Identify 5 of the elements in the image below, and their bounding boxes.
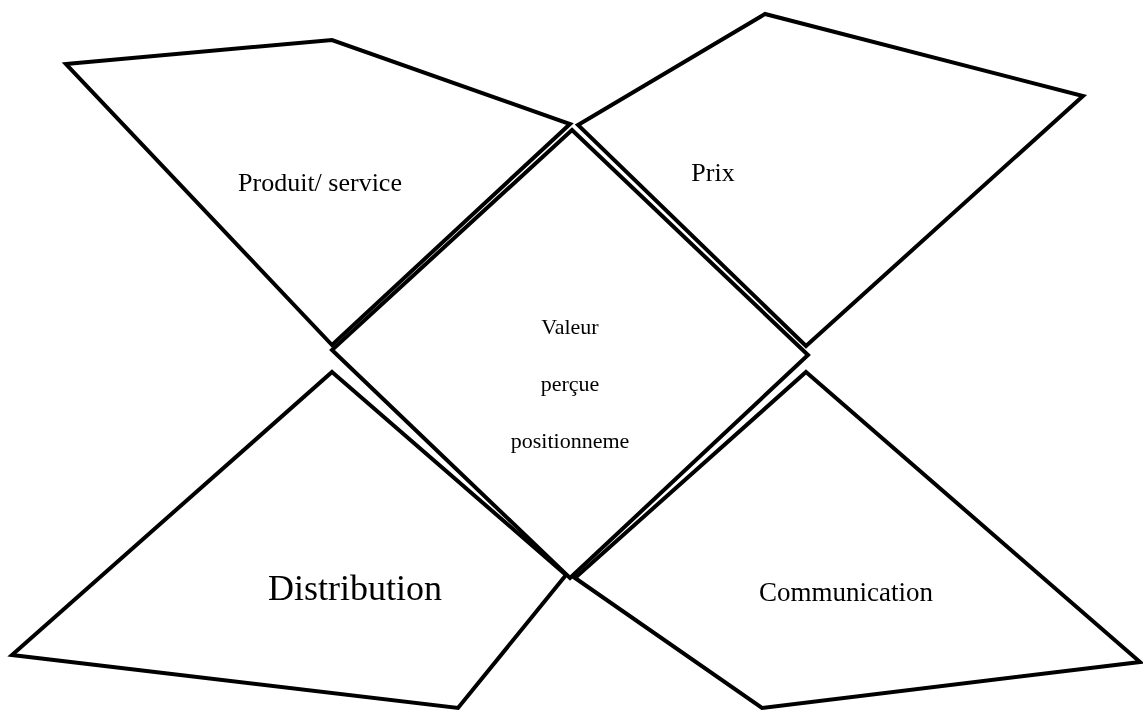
shape-label: Distribution (268, 567, 442, 609)
shape-label: Produit/ service (238, 168, 402, 198)
shape-label: Valeur perçue positionneme (510, 312, 630, 455)
shape-label: Prix (691, 158, 735, 188)
shape-label: Communication (759, 576, 933, 608)
